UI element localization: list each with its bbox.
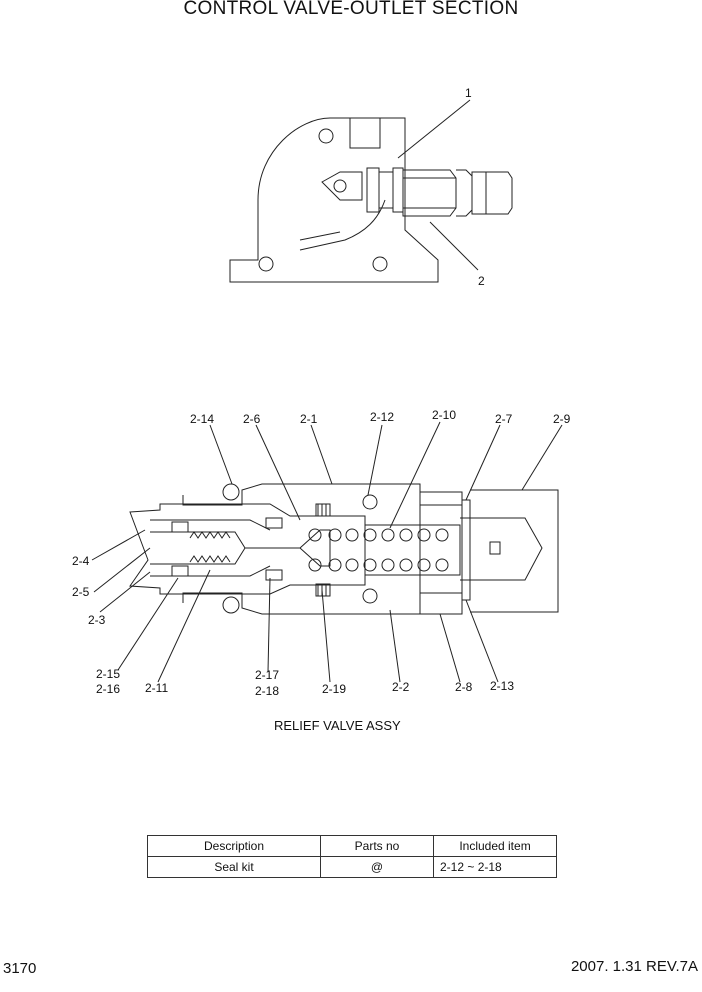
relief-valve-caption: RELIEF VALVE ASSY (274, 718, 401, 733)
cell-included-item: 2-12 ~ 2-18 (433, 856, 557, 878)
seal-kit-table: Description Parts no Included item Seal … (147, 835, 557, 878)
table-row: Seal kit @ 2-12 ~ 2-18 (147, 856, 557, 878)
top-relief-plug (366, 167, 513, 217)
page-number: 3170 (3, 960, 37, 977)
label-2-17: 2-17 (255, 668, 280, 682)
label-2-4: 2-4 (72, 554, 90, 568)
label-2: 2 (478, 274, 485, 288)
header-parts-no: Parts no (320, 835, 434, 857)
main-spring (308, 528, 449, 572)
label-2-1: 2-1 (300, 412, 318, 426)
cell-parts-no: @ (320, 856, 434, 878)
label-2-5: 2-5 (72, 585, 90, 599)
label-2-14: 2-14 (190, 412, 215, 426)
label-2-9: 2-9 (553, 412, 571, 426)
label-2-7: 2-7 (495, 412, 513, 426)
label-2-3: 2-3 (88, 613, 106, 627)
relief-valve-body (129, 483, 559, 615)
label-2-13: 2-13 (490, 679, 515, 693)
label-2-8: 2-8 (455, 680, 473, 694)
label-2-6: 2-6 (243, 412, 261, 426)
label-2-10: 2-10 (432, 408, 457, 422)
label-1: 1 (465, 86, 472, 100)
label-2-16: 2-16 (96, 682, 121, 696)
header-description: Description (147, 835, 321, 857)
label-2-19: 2-19 (322, 682, 347, 696)
revision-date: 2007. 1.31 REV.7A (570, 958, 698, 975)
label-2-12: 2-12 (370, 410, 395, 424)
label-2-11: 2-11 (145, 681, 169, 695)
top-leader-lines (397, 99, 479, 271)
cell-description: Seal kit (147, 856, 321, 878)
outlet-section-housing (229, 117, 439, 283)
label-2-18: 2-18 (255, 684, 280, 698)
table-header-row: Description Parts no Included item (147, 835, 557, 857)
label-2-2: 2-2 (392, 680, 410, 694)
relief-leader-lines (91, 421, 563, 683)
page-title: CONTROL VALVE-OUTLET SECTION (183, 0, 519, 19)
label-2-15: 2-15 (96, 667, 121, 681)
header-included-item: Included item (433, 835, 557, 857)
